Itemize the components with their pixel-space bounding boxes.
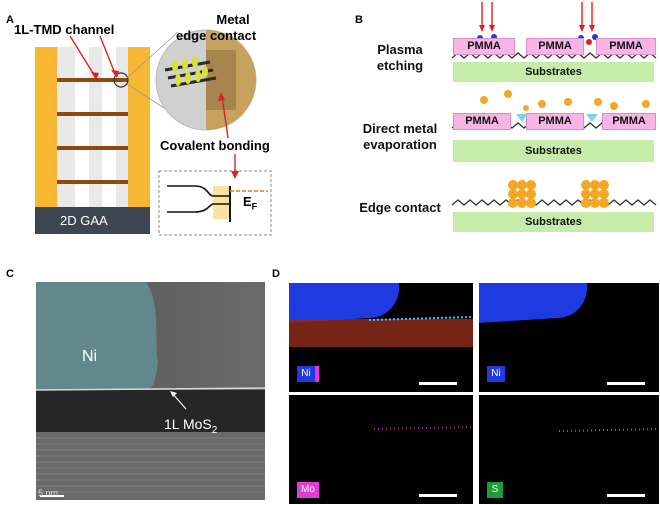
composite-map-graphic: [289, 283, 473, 347]
panel-label-a: A: [6, 14, 14, 26]
scale-bar: [419, 494, 457, 497]
eds-map-mo: Mo: [289, 395, 473, 504]
pmma-block: PMMA: [602, 113, 656, 130]
label-mo: Mo: [297, 482, 319, 498]
pmma-block: PMMA: [453, 38, 515, 55]
pmma-block: PMMA: [526, 38, 584, 55]
panel-a: 1L-TMD channel Metal edge contact Covale…: [0, 0, 345, 250]
eds-map-s: S: [479, 395, 659, 504]
s-map-graphic: [558, 428, 659, 432]
panel-label-c: C: [6, 268, 14, 280]
step-edge-contact-title: Edge contact: [359, 200, 441, 215]
tem-image: Ni 1L MoS2 5 nm: [36, 282, 265, 500]
scale-bar-label: 5 nm: [38, 488, 59, 498]
fermi-level-label: EF: [243, 194, 258, 212]
pmma-block: PMMA: [596, 38, 656, 55]
covalent-bonding-label: Covalent bonding: [160, 138, 270, 153]
eds-map-composite: Hf Mo S Ni: [289, 283, 473, 392]
ni-label: Ni: [82, 348, 98, 365]
label-s: S: [487, 482, 503, 498]
mo-map-graphic: [373, 426, 473, 430]
legend-ni: Ni: [297, 366, 315, 382]
metal-contact-label-1: Metal: [216, 12, 250, 27]
channel-label: 1L-TMD channel: [14, 22, 115, 37]
scale-bar: [607, 382, 645, 385]
pmma-block: PMMA: [526, 113, 584, 130]
substrate: Substrates: [453, 62, 654, 82]
eds-map-ni: Ni: [479, 283, 659, 392]
tem-micrograph: [36, 282, 265, 500]
gaa-schematic: [35, 29, 272, 236]
mos2-label: 1L MoS2: [164, 416, 218, 436]
device-label: 2D GAA: [60, 213, 108, 228]
substrate: Substrates: [453, 140, 654, 162]
panel-label-d: D: [272, 268, 280, 280]
scale-bar: [607, 494, 645, 497]
label-ni: Ni: [487, 366, 505, 382]
substrate: Substrates: [453, 212, 654, 232]
scale-bar: [419, 382, 457, 385]
ni-map-graphic: [479, 283, 588, 323]
edge-contact-metal: [451, 180, 657, 208]
panel-label-b: B: [355, 14, 363, 26]
pmma-block: PMMA: [453, 113, 511, 130]
metal-contact-label-2: edge contact: [176, 28, 257, 43]
